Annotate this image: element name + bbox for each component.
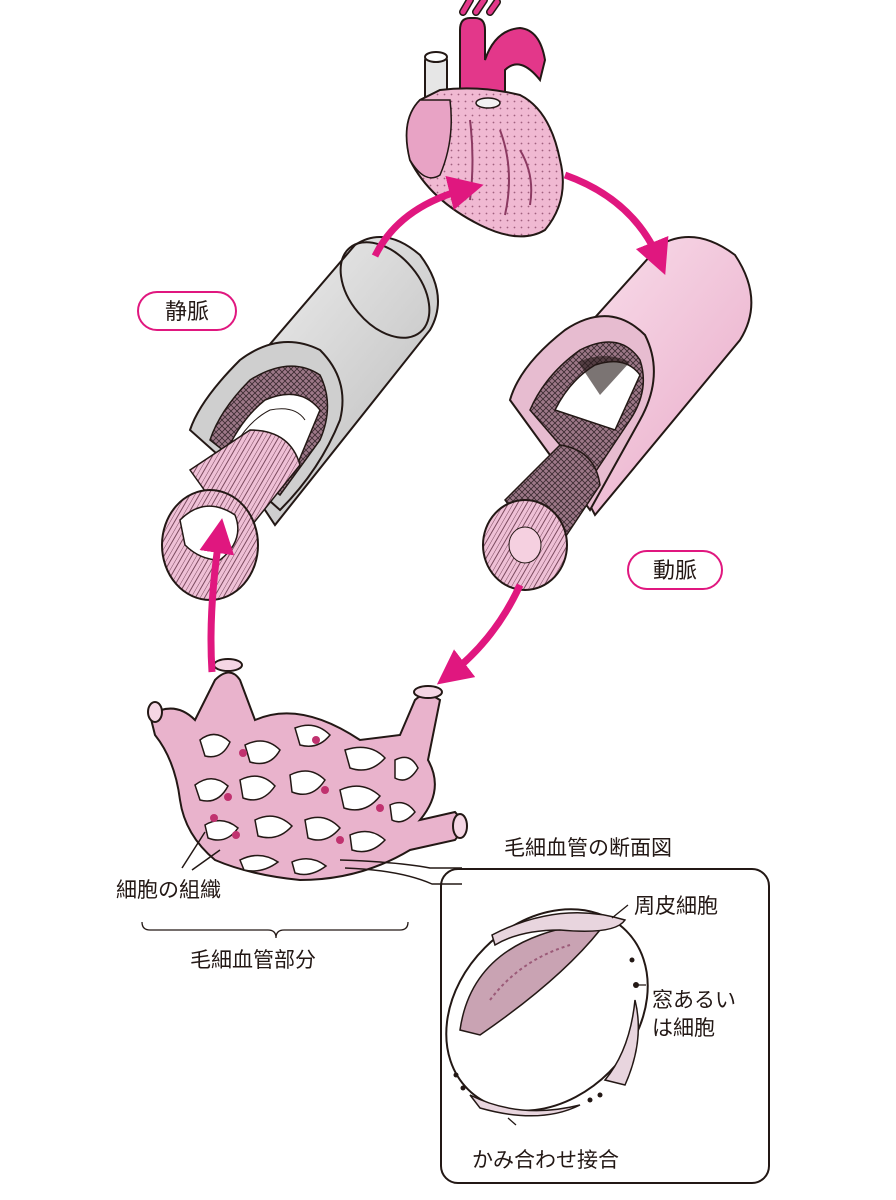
vein-label: 静脈 bbox=[137, 291, 237, 331]
circulation-arrows bbox=[199, 171, 669, 685]
pericyte-label: 周皮細胞 bbox=[634, 894, 718, 918]
inset-leader-line bbox=[339, 859, 462, 885]
vein-illustration bbox=[161, 236, 439, 601]
cell-tissue-label: 細胞の組織 bbox=[116, 878, 221, 902]
cross-section-inset-frame bbox=[440, 868, 770, 1184]
window-or-cell-label-line1: 窓あるい bbox=[652, 988, 736, 1012]
artery-label: 動脈 bbox=[627, 550, 723, 590]
artery-illustration bbox=[482, 236, 753, 591]
capillary-part-label: 毛細血管部分 bbox=[190, 948, 316, 972]
capillary-network-illustration bbox=[141, 658, 468, 939]
cross-section-title: 毛細血管の断面図 bbox=[504, 836, 672, 860]
capillary-cross-section-illustration bbox=[445, 904, 649, 1126]
interlocking-junction-label: かみ合わせ接合 bbox=[472, 1148, 619, 1172]
window-or-cell-label-line2: は細胞 bbox=[652, 1016, 715, 1040]
